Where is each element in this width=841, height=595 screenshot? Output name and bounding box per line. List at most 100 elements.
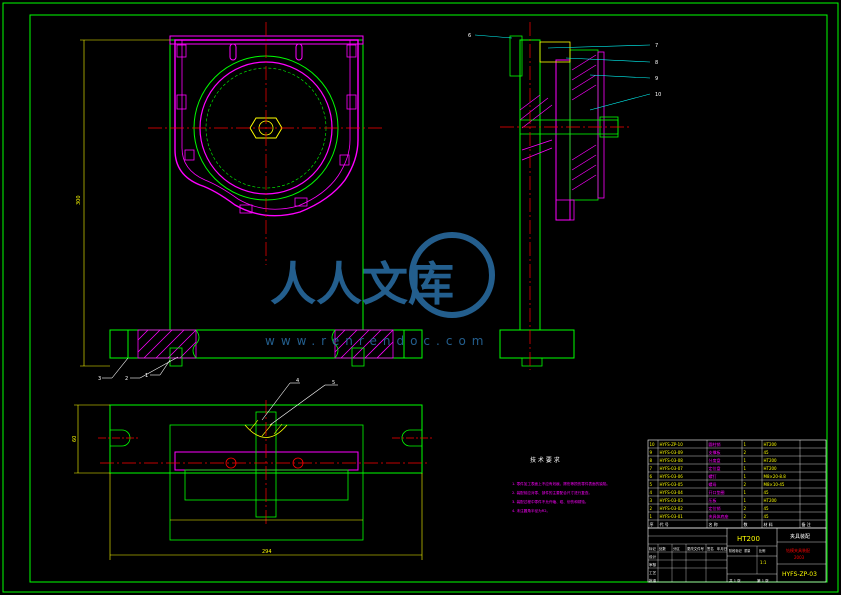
tb-row-label: 审核 <box>649 562 657 567</box>
callout-7: 7 <box>655 43 658 49</box>
notes-title: 技 术 要 求 <box>530 456 560 464</box>
tb-row-label: 批准 <box>649 578 657 583</box>
base-hatch-right <box>334 329 394 359</box>
tb-row-label: 设计 <box>649 554 657 559</box>
dim-height: 300 <box>76 195 82 205</box>
bom-header-cell: 数 <box>744 521 748 527</box>
bom-cell: HT200 <box>764 498 778 503</box>
dim-depth: 60 <box>72 436 78 442</box>
tb-left-label: 更改文件号 <box>687 546 705 551</box>
tb-left-label: 分区 <box>673 546 680 551</box>
bom-cell: 圆柱销 <box>709 441 721 447</box>
note-line-4: 4. 未注圆角半径为R2。 <box>512 508 550 513</box>
bom-cell: 压板 <box>709 497 717 503</box>
bom-cell: 45 <box>764 490 770 495</box>
bom-cell: 2 <box>744 514 747 519</box>
bom-cell: 1 <box>744 442 747 447</box>
top-view: 4 5 294 60 <box>72 378 434 560</box>
callout-1: 1 <box>145 373 148 379</box>
tb-left-label: 签名 <box>707 546 714 551</box>
bom-header-cell: 代 号 <box>660 521 669 527</box>
bom-cell: HYFS-03-07 <box>660 466 684 471</box>
callout-3: 3 <box>98 376 101 382</box>
bom-cell: HT200 <box>764 458 778 463</box>
bom-cell: 2 <box>744 506 747 511</box>
callout-9: 9 <box>655 76 658 82</box>
base-hatch-left <box>137 329 197 359</box>
bom-cell: HYFS-03-04 <box>660 490 684 495</box>
tb-sheet: 共 1 张 <box>729 578 741 583</box>
bom-cell: M8×20-8.8 <box>764 474 787 479</box>
watermark: 人人文库 www.renrendoc.com <box>265 232 495 348</box>
bom-cell: 6 <box>650 474 653 479</box>
bom-cell: 定位销 <box>709 505 721 511</box>
tb-left-label: 年月日 <box>717 546 727 551</box>
bom-cell: 定位盘 <box>709 465 721 471</box>
bom-cell: 45 <box>764 514 770 519</box>
bom-cell: 8 <box>650 458 653 463</box>
bom-cell: 开口垫圈 <box>709 489 725 495</box>
bom-cell: 9 <box>650 450 653 455</box>
bom-cell: HYFS-03-05 <box>660 482 684 487</box>
inner-frame <box>29 14 828 583</box>
bom-cell: HYFS-03-02 <box>660 506 684 511</box>
front-base <box>109 329 423 359</box>
callout-5: 5 <box>332 380 335 386</box>
tb-company-2: 2003 <box>794 555 805 560</box>
callout-4: 4 <box>296 378 299 384</box>
bom-cell: 1 <box>744 490 747 495</box>
bom-cell: 45 <box>764 506 770 511</box>
watermark-text: 人人文库 <box>270 257 454 311</box>
bom-cell: 螺母 <box>709 481 717 487</box>
bom-cell: 夹具体底座 <box>709 513 729 519</box>
callout-2: 2 <box>125 376 128 382</box>
tb-mid-label: 重量 <box>744 548 751 553</box>
bom-cell: 2 <box>650 506 653 511</box>
bom-cell: 10 <box>650 442 656 447</box>
bom-cell: HYFS-03-06 <box>660 474 684 479</box>
bom-cell: 1 <box>744 458 747 463</box>
tech-notes: 技 术 要 求 1. 零件加工表面上不应有划痕、擦伤等损伤零件表面的缺陷。 2.… <box>512 456 610 513</box>
bom-cell: HYFS-03-03 <box>660 498 684 503</box>
bom-cell: 5 <box>650 482 653 487</box>
clamp-outline <box>174 39 359 217</box>
bom-cell: 支撑板 <box>709 449 721 455</box>
bom-cell: 螺钉 <box>709 473 717 479</box>
bom-cell: 分度盘 <box>709 457 721 463</box>
bom-header-cell: 备 注 <box>802 521 811 527</box>
bom-cell: 3 <box>650 498 653 503</box>
bom-cell: 1 <box>744 498 747 503</box>
bom-cell: 7 <box>650 466 653 471</box>
tb-drawing-no: HYFS-ZP-03 <box>782 571 817 578</box>
bom-cell: 45 <box>764 450 770 455</box>
tb-left-label: 处数 <box>659 546 666 551</box>
tb-sheet2: 第 1 张 <box>757 578 769 583</box>
title-block: 标记处数分区更改文件号签名年月日设计审核工艺批准HT200阶段标记重量比例1:1… <box>647 527 827 583</box>
note-line-3: 3. 装配过程中零件不允许磕、碰、划伤和锈蚀。 <box>512 499 588 504</box>
bom-cell: 1 <box>650 514 653 519</box>
side-view: 6 7 8 9 10 <box>468 22 661 370</box>
bom-cell: 1 <box>744 474 747 479</box>
callout-10: 10 <box>655 92 661 98</box>
tb-left-label: 标记 <box>649 546 656 551</box>
note-line-2: 2. 装配前应对零、部件的主要配合尺寸进行复查。 <box>512 490 592 495</box>
callout-6: 6 <box>468 33 471 39</box>
tb-row-label: 工艺 <box>649 570 657 575</box>
tb-drawing-name: 夹具装配 <box>790 533 810 540</box>
bom-cell: HYFS-03-08 <box>660 458 684 463</box>
tb-mid-label: 阶段标记 <box>729 548 743 553</box>
bom-header-cell: 序 <box>650 521 654 527</box>
bom-cell: M8×10-45 <box>764 482 785 487</box>
bom-cell: 2 <box>744 482 747 487</box>
bom-cell: 4 <box>650 490 653 495</box>
tb-company-1: 钻模夹具装配 <box>786 547 810 553</box>
bom-cell: HT200 <box>764 466 778 471</box>
bom-cell: 1 <box>744 466 747 471</box>
bom-cell: HYFS-03-01 <box>660 514 684 519</box>
bom-header-cell: 名 称 <box>709 521 718 527</box>
tb-scale: 1:1 <box>760 560 767 565</box>
tb-material: HT200 <box>737 535 760 543</box>
